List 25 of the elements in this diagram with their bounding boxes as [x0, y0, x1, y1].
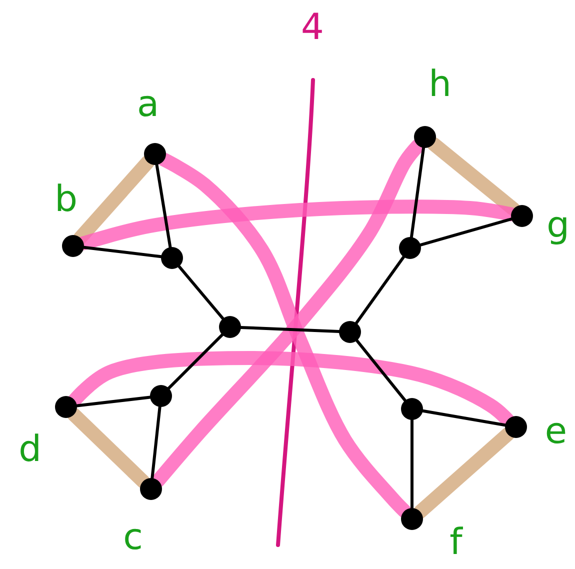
vertex-label: b	[54, 180, 78, 220]
graph-edge	[155, 163, 172, 249]
graph-edge	[410, 418, 414, 510]
vertex-label: e	[544, 412, 568, 452]
vertex-label: f	[448, 523, 464, 563]
graph-edge	[150, 405, 162, 480]
graph-edge	[421, 409, 507, 427]
highlight-path	[157, 152, 412, 518]
graph-edge	[82, 246, 163, 258]
vertex-label: c	[122, 518, 144, 558]
vertex-label: h	[428, 65, 452, 105]
graph-edge	[419, 218, 513, 246]
graph-edge	[355, 339, 407, 402]
graph-edge	[354, 255, 406, 325]
graph-edge	[75, 396, 152, 408]
highlight-path	[66, 408, 150, 488]
vertex-label: g	[546, 206, 570, 246]
graph-edge	[167, 333, 224, 390]
graph-edge	[240, 326, 340, 334]
cut-label: 4	[301, 8, 324, 48]
graph-edge	[178, 264, 224, 320]
vertex-label: a	[136, 85, 160, 125]
vertex-label: d	[18, 430, 42, 470]
highlight-path	[413, 427, 515, 519]
graph-edge	[410, 146, 426, 239]
